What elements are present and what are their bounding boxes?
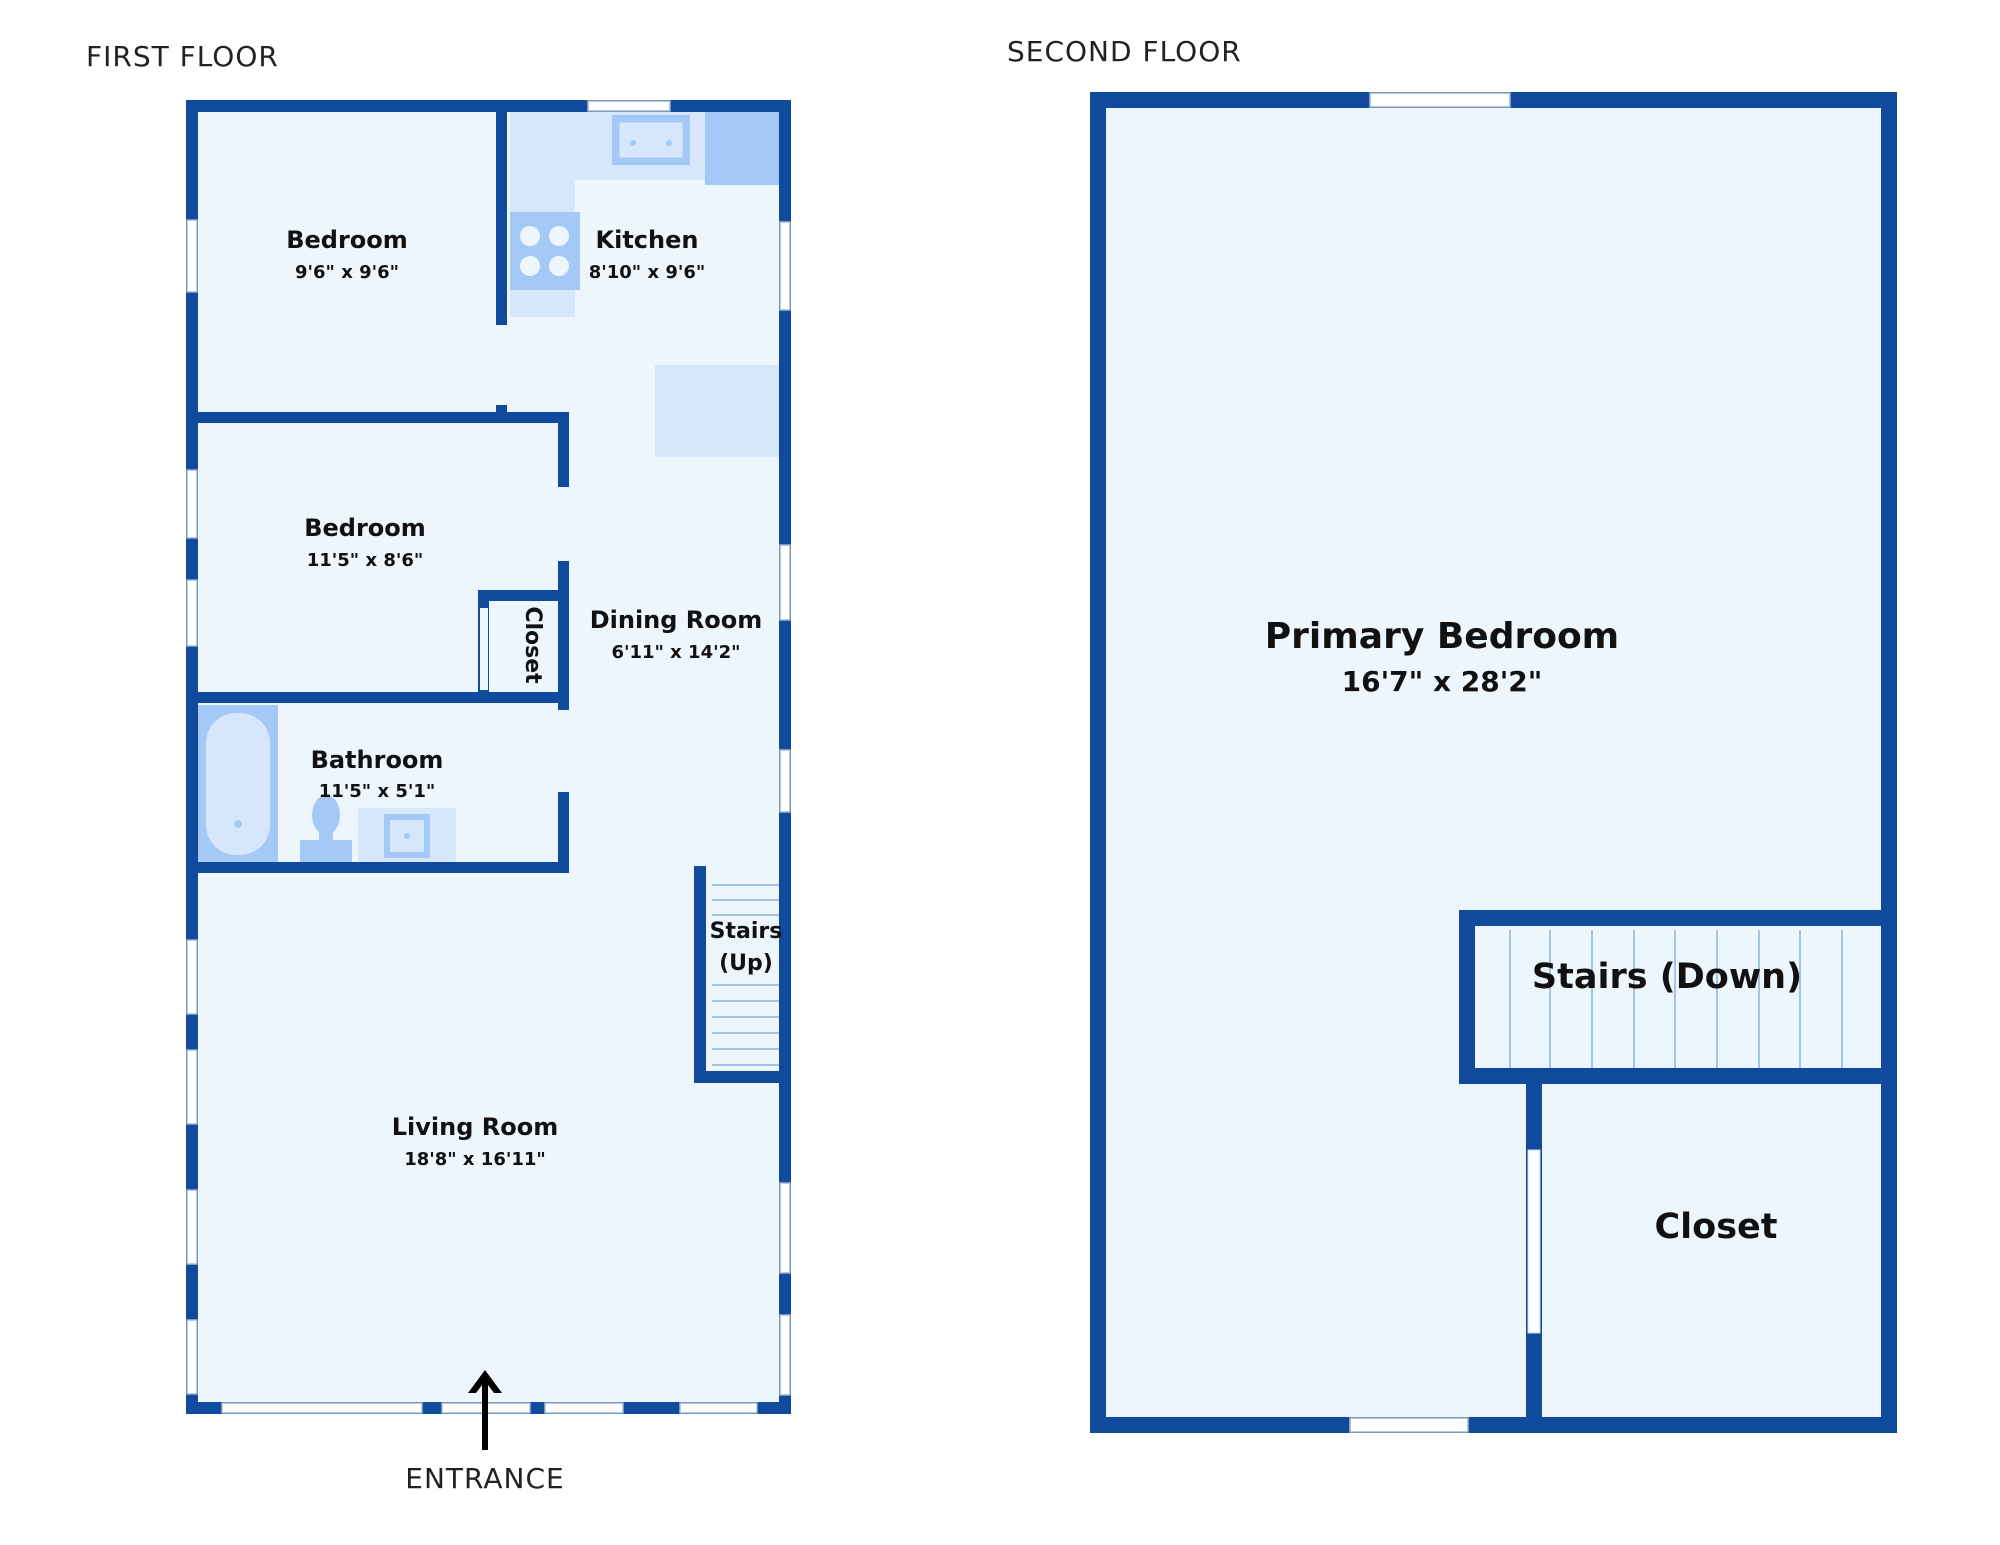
living-room-dims: 18'8" x 16'11" <box>404 1149 546 1170</box>
bedroom-1-dims: 9'6" x 9'6" <box>295 262 399 283</box>
second-floor-windows <box>1349 92 1511 1433</box>
stairs-down <box>1509 930 1843 1071</box>
primary-bedroom-dims: 16'7" x 28'2" <box>1342 665 1543 698</box>
bathroom-sink-icon <box>358 808 456 863</box>
entrance-arrow-icon <box>468 1370 502 1450</box>
entrance-label: ENTRANCE <box>405 1462 564 1495</box>
stairs-up <box>700 870 784 1077</box>
living-room-name: Living Room <box>392 1113 558 1141</box>
stove-icon <box>510 212 580 290</box>
first-floor-title: FIRST FLOOR <box>86 40 279 73</box>
kitchen-dims: 8'10" x 9'6" <box>589 262 706 283</box>
second-floor-area <box>1100 101 1889 1423</box>
dining-room-name: Dining Room <box>590 606 763 634</box>
kitchen-island <box>655 365 784 457</box>
bedroom-2-dims: 11'5" x 8'6" <box>307 550 424 571</box>
closet-door-opening <box>1527 1149 1541 1334</box>
bedroom-1-name: Bedroom <box>286 226 408 254</box>
bathroom-dims: 11'5" x 5'1" <box>319 781 436 802</box>
second-floor-title: SECOND FLOOR <box>1007 35 1242 68</box>
second-floor: Primary Bedroom 16'7" x 28'2" Stairs (Do… <box>1090 92 1897 1433</box>
first-floor: ENTRANCE Bedroom 9'6" x 9'6" Kitchen 8'1… <box>186 100 791 1495</box>
stairs-up-label: Stairs <box>710 919 783 944</box>
bedroom-2-name: Bedroom <box>304 514 426 542</box>
first-floor-closet-name: Closet <box>520 606 545 684</box>
second-floor-exterior-walls <box>1090 92 1897 1433</box>
first-floor-area <box>193 107 784 1410</box>
stairs-down-label: Stairs (Down) <box>1532 957 1802 997</box>
dining-room-dims: 6'11" x 14'2" <box>611 642 740 663</box>
second-floor-closet-name: Closet <box>1654 1207 1777 1247</box>
refrigerator-icon <box>705 112 784 185</box>
bathtub-icon <box>198 705 278 863</box>
first-floor-windows <box>186 100 791 1414</box>
primary-bedroom-name: Primary Bedroom <box>1265 616 1619 657</box>
toilet-icon <box>300 795 352 863</box>
kitchen-name: Kitchen <box>596 226 699 254</box>
kitchen-sink-icon <box>612 115 690 165</box>
first-floor-doors <box>480 325 569 792</box>
bathroom-name: Bathroom <box>311 746 444 774</box>
stairs-up-sublabel: (Up) <box>719 951 773 976</box>
second-floor-interior-walls <box>1459 910 1889 1428</box>
